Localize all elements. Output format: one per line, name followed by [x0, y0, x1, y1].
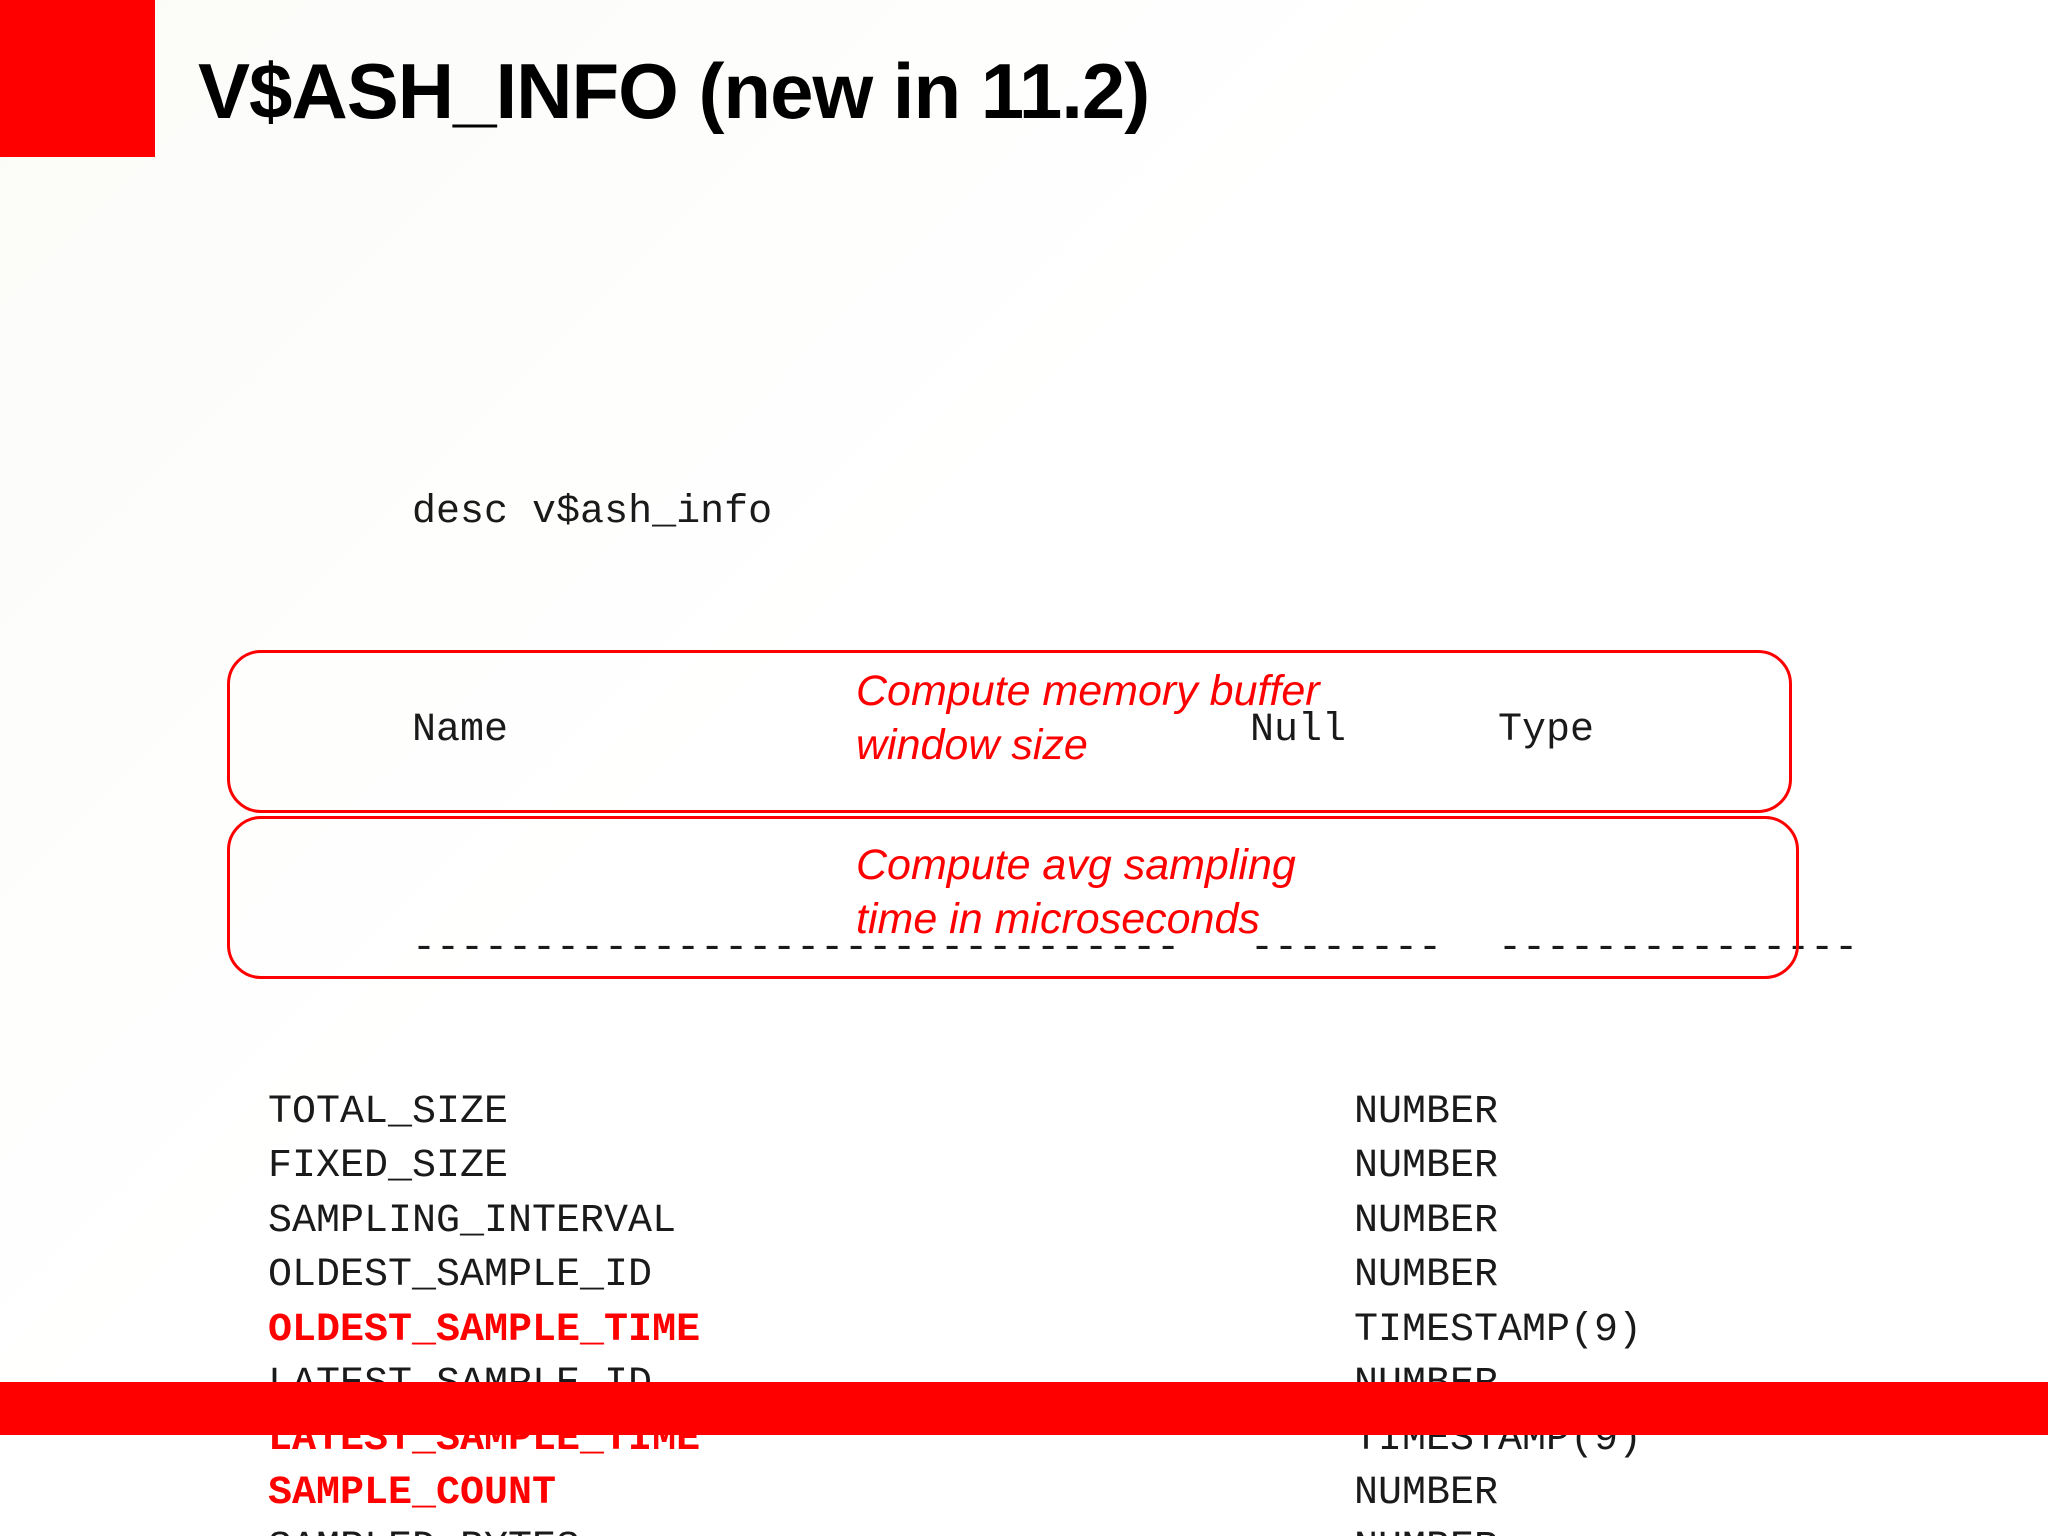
rule-name: -------------------------------- [412, 926, 1181, 971]
row-datatype: NUMBER [1354, 1198, 1499, 1244]
table-row: OLDEST_SAMPLE_ID NUMBER [268, 1249, 1858, 1304]
desc-command-text: desc v$ash_info [412, 490, 773, 535]
rule-null: -------- [1250, 926, 1443, 971]
table-row: TOTAL_SIZE NUMBER [268, 1086, 1858, 1141]
header-type: Type [1498, 708, 1595, 753]
table-row: SAMPLED_BYTES NUMBER [268, 1522, 1858, 1536]
column-header-row: Name Null Type [268, 650, 1858, 753]
row-datatype: NUMBER [1354, 1144, 1499, 1189]
row-datatype: NUMBER [1354, 1522, 1498, 1536]
annotation-avg-sampling: Compute avg sampling time in microsecond… [856, 841, 1296, 943]
row-datatype: NUMBER [1354, 1089, 1499, 1135]
row-datatype: NUMBER [1354, 1471, 1499, 1516]
annotation-window-size: Compute memory buffer window size [856, 667, 1320, 769]
row-column-name: FIXED_SIZE [268, 1144, 509, 1189]
brand-corner-block [0, 0, 155, 157]
row-column-name: TOTAL_SIZE [268, 1089, 509, 1135]
row-column-name: SAMPLING_INTERVAL [268, 1198, 677, 1244]
footer-bar: ORACLE® [0, 1382, 2048, 1435]
row-column-name: SAMPLED_BYTES [268, 1522, 1106, 1536]
header-null: Null [1250, 708, 1347, 753]
row-column-name: OLDEST_SAMPLE_TIME [268, 1307, 701, 1353]
row-datatype: NUMBER [1354, 1253, 1499, 1298]
table-row: FIXED_SIZE NUMBER [268, 1140, 1858, 1195]
desc-command-line: desc v$ash_info [268, 432, 1858, 535]
table-row: SAMPLING_INTERVAL NUMBER [268, 1195, 1858, 1250]
row-column-name: SAMPLE_COUNT [268, 1471, 557, 1516]
page-title: V$ASH_INFO (new in 11.2) [198, 47, 1150, 135]
rule-type: --------------- [1498, 926, 1859, 971]
row-datatype: TIMESTAMP(9) [1354, 1307, 1643, 1353]
table-row: SAMPLE_COUNT NUMBER [268, 1467, 1858, 1522]
header-name: Name [412, 708, 509, 753]
table-row: OLDEST_SAMPLE_TIME TIMESTAMP(9) [268, 1304, 1858, 1359]
row-column-name: OLDEST_SAMPLE_ID [268, 1253, 653, 1298]
